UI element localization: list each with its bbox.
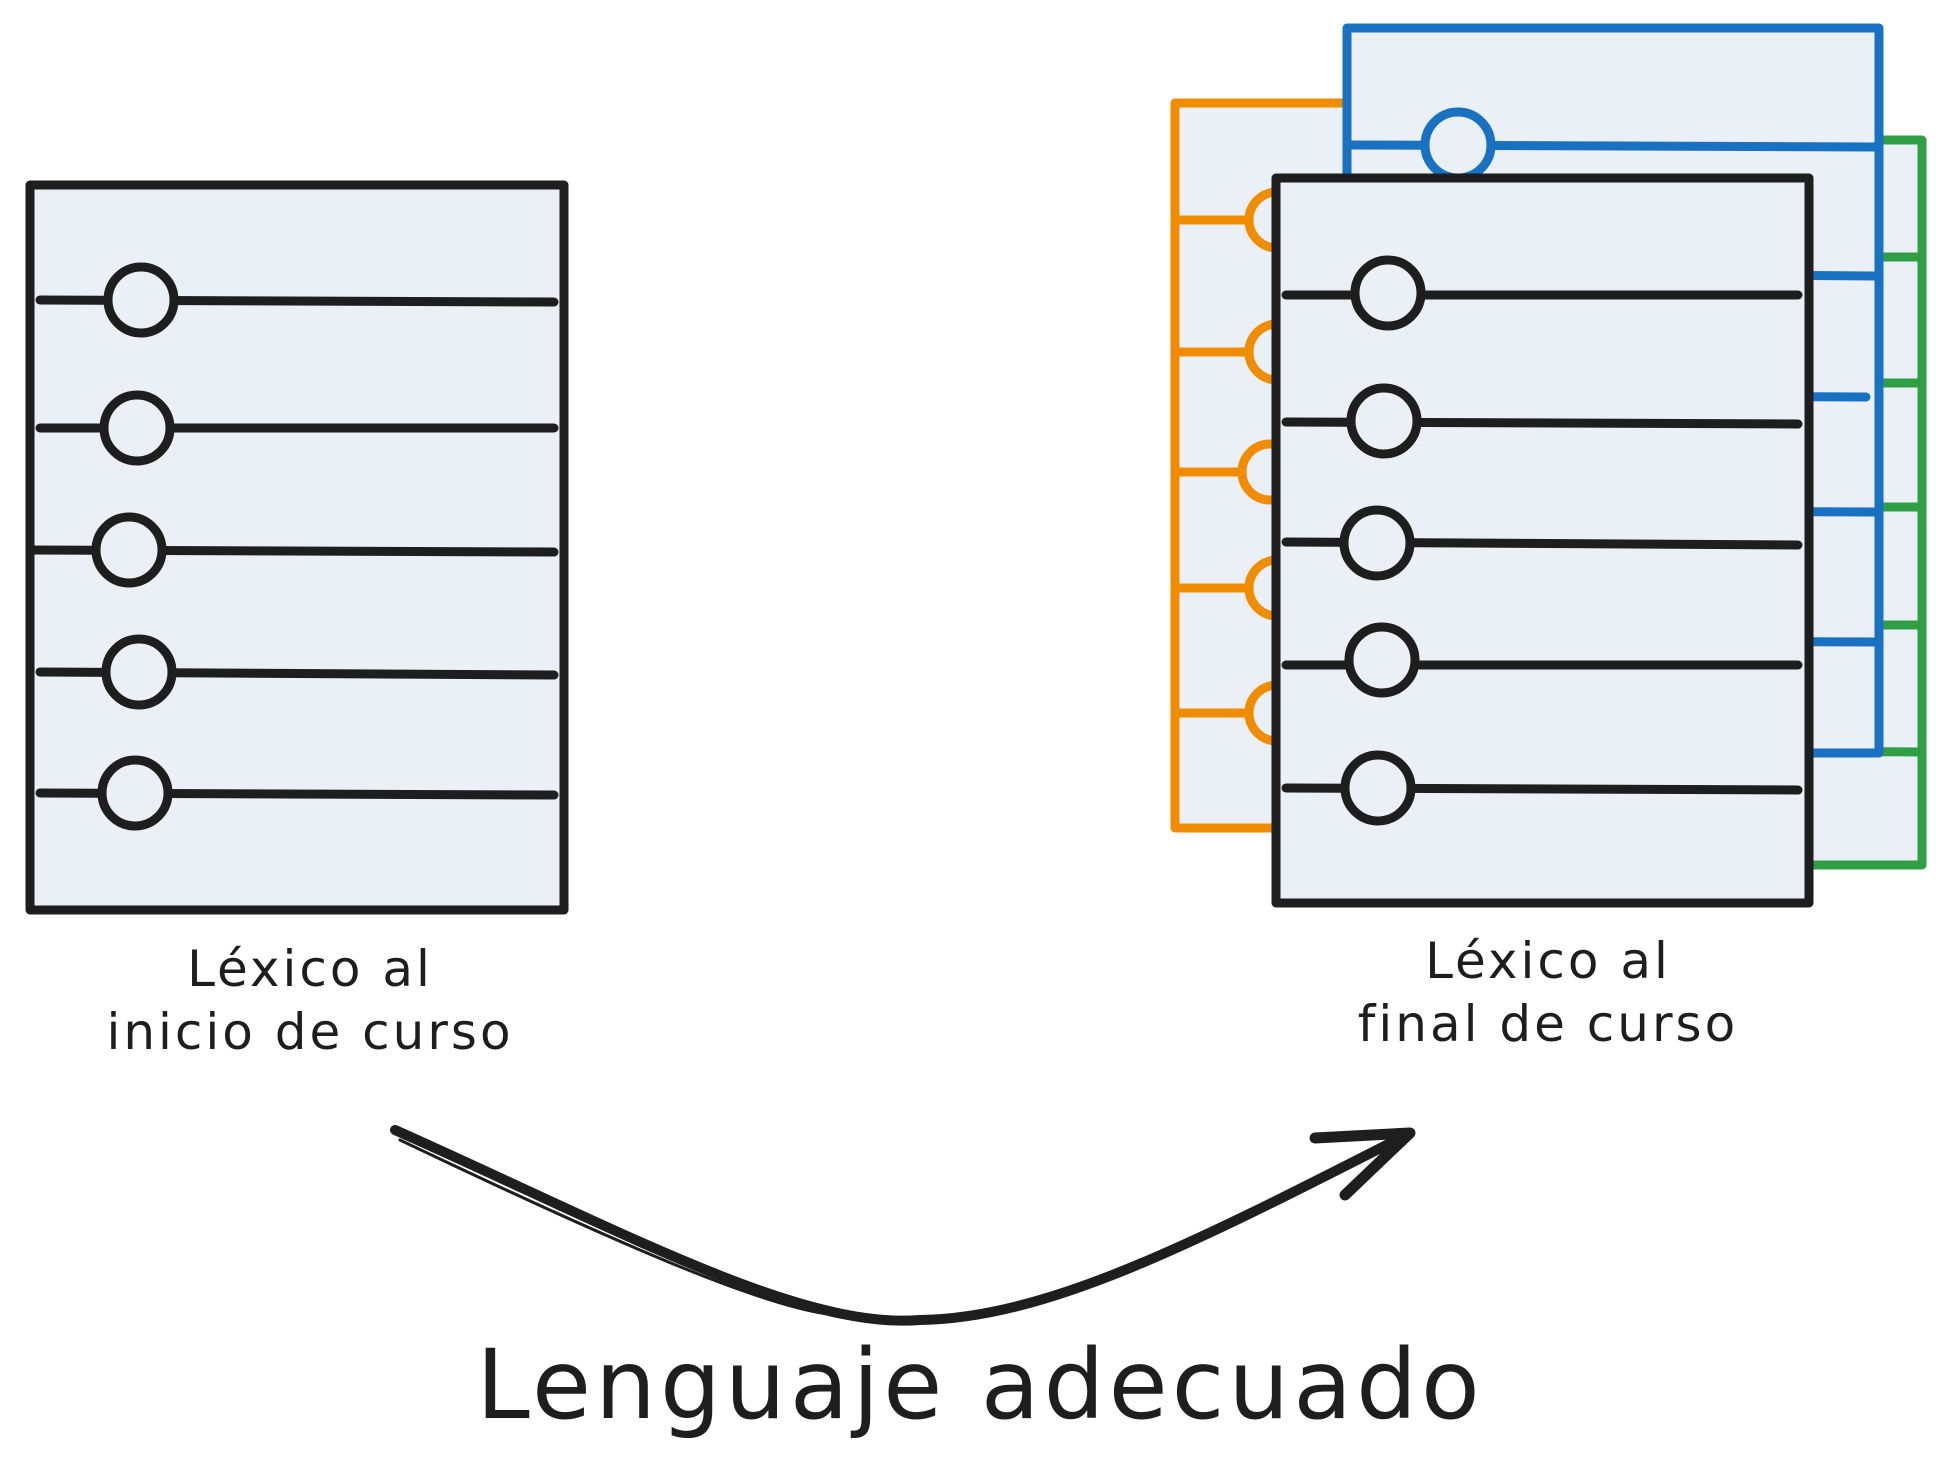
list-bullet — [1344, 622, 1420, 698]
list-bullet — [1346, 383, 1422, 459]
list-bullet — [103, 262, 179, 338]
end-lexicon-label: Léxico al final de curso — [1318, 930, 1778, 1055]
list-bullet — [101, 634, 177, 710]
end-lexicon-front-card — [1271, 173, 1814, 908]
progress-arrow — [390, 1125, 1416, 1326]
list-bullet — [91, 512, 167, 588]
end-lexicon-label-line1: Léxico al — [1425, 932, 1671, 990]
start-lexicon-label: Léxico al inicio de curso — [80, 938, 540, 1063]
end-lexicon-label-line2: final de curso — [1357, 994, 1739, 1053]
list-bullet — [1339, 505, 1415, 581]
start-lexicon-label-line1: Léxico al — [187, 940, 433, 998]
list-bullet — [99, 390, 175, 466]
list-bullet — [1420, 107, 1496, 183]
start-lexicon-label-line2: inicio de curso — [106, 1002, 514, 1061]
start-lexicon-card — [25, 180, 569, 915]
list-bullet — [1340, 750, 1416, 826]
arrow-caption: Lenguaje adecuado — [476, 1329, 1484, 1441]
list-bullet — [97, 755, 173, 831]
list-bullet — [1350, 255, 1426, 331]
